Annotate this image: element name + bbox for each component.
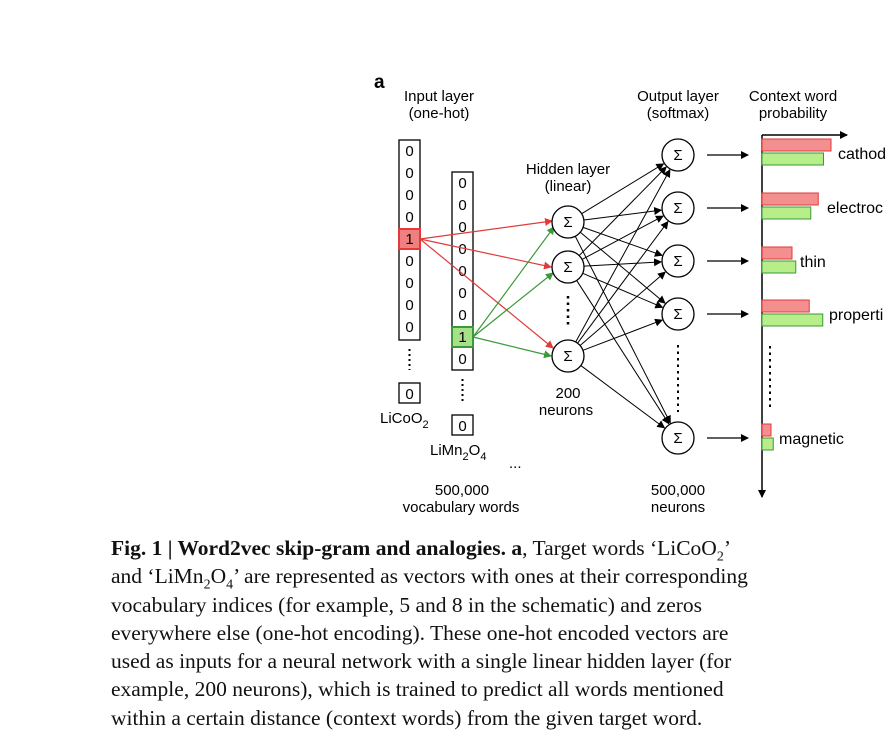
vector-limn2o4-cell: 0	[458, 175, 466, 192]
svg-text:Σ: Σ	[563, 259, 572, 276]
probability-bars: cathod electroc thin properti magnetic	[761, 138, 886, 451]
svg-text:Σ: Σ	[563, 348, 572, 365]
vector-limn2o4-cell: 0	[458, 197, 466, 214]
context-title: Context word	[749, 88, 837, 105]
hidden-neuron: Σ	[551, 250, 585, 284]
vector-licoo2-cell: 0	[405, 165, 413, 182]
svg-text:Σ: Σ	[673, 306, 682, 323]
one-hot-vector-limn2o4: 0 0 0 0 0 0 0 1 0 0 LiMn2O4 ...	[430, 171, 522, 472]
output-neuron: Σ	[661, 138, 695, 172]
vector-licoo2-last-cell: 0	[405, 386, 413, 403]
vector-licoo2-cell: 0	[405, 253, 413, 270]
caption-line-6: example, 200 neurons), which is trained …	[111, 677, 724, 702]
vector-limn2o4-cell: 0	[458, 219, 466, 236]
context-subtitle: probability	[759, 105, 828, 122]
output-neuron: Σ	[661, 244, 695, 278]
vocab-count: 500,000	[435, 482, 489, 499]
vector-licoo2-label: LiCoO2	[380, 410, 429, 431]
output-arrows	[707, 151, 749, 442]
one-hot-vector-licoo2: 0 0 0 0 1 0 0 0 0 0 LiCoO2	[380, 139, 429, 431]
vector-licoo2-cell: 0	[405, 143, 413, 160]
bar-red	[761, 192, 819, 206]
output-count: 500,000	[651, 482, 705, 499]
bar-green	[761, 260, 797, 274]
caption-line-3: vocabulary indices (for example, 5 and 8…	[111, 592, 703, 617]
input-layer-title: Input layer	[404, 88, 474, 105]
hidden-layer-title: Hidden layer	[526, 161, 610, 178]
output-layer-neurons: Σ Σ Σ Σ Σ	[661, 138, 695, 455]
caption-line-4: everywhere else (one-hot encoding). Thes…	[111, 620, 729, 645]
figure-caption: Fig. 1 | Word2vec skip-gram and analogie…	[111, 534, 881, 732]
context-word-label: thin	[800, 254, 826, 271]
input-hidden-connections	[419, 217, 555, 359]
bar-green	[761, 152, 824, 166]
context-word-label: magnetic	[779, 431, 844, 448]
output-layer-title: Output layer	[637, 88, 719, 105]
hidden-neuron: Σ	[551, 205, 585, 239]
bar-green	[761, 313, 824, 327]
svg-text:Σ: Σ	[563, 214, 572, 231]
hidden-count: 200	[555, 385, 580, 402]
caption-line-5: used as inputs for a neural network with…	[111, 649, 732, 674]
vector-licoo2-cell: 0	[405, 187, 413, 204]
bar-green	[761, 437, 774, 451]
bar-red	[761, 299, 810, 313]
hidden-output-connections	[574, 163, 671, 429]
vector-licoo2-cell: 0	[405, 209, 413, 226]
vector-limn2o4-cell: 0	[458, 241, 466, 258]
vector-limn2o4-label: LiMn2O4	[430, 442, 486, 463]
hidden-layer-subtitle: (linear)	[545, 178, 592, 195]
output-count-unit: neurons	[651, 499, 705, 516]
vector-licoo2-cell: 1	[405, 231, 413, 248]
svg-text:Σ: Σ	[673, 253, 682, 270]
vector-licoo2-cell: 0	[405, 319, 413, 336]
word2vec-schematic: a Input layer (one-hot) Output layer (so…	[374, 72, 886, 516]
hidden-count-unit: neurons	[539, 402, 593, 419]
vector-limn2o4-cell: 1	[458, 329, 466, 346]
vector-limn2o4-cell: 0	[458, 351, 466, 368]
svg-text:Σ: Σ	[673, 147, 682, 164]
caption-line-2: and ‘LiMn2O4’ are represented as vectors…	[111, 564, 748, 593]
context-word-label: cathod	[838, 146, 886, 163]
output-neuron: Σ	[661, 297, 695, 331]
vocab-count-unit: vocabulary words	[403, 499, 520, 516]
vocab-ellipsis: ...	[509, 455, 522, 472]
bar-red	[761, 246, 793, 260]
bar-green	[761, 206, 812, 220]
output-layer-subtitle: (softmax)	[647, 105, 710, 122]
vector-licoo2-cell: 0	[405, 275, 413, 292]
panel-label: a	[374, 72, 385, 93]
vector-limn2o4-cell: 0	[458, 285, 466, 302]
svg-text:Σ: Σ	[673, 430, 682, 447]
bar-red	[761, 423, 772, 437]
output-neuron: Σ	[661, 421, 695, 455]
vector-licoo2-cell: 0	[405, 297, 413, 314]
hidden-neuron: Σ	[551, 339, 585, 373]
caption-line-7: within a certain distance (context words…	[111, 705, 703, 730]
context-word-label: properti	[829, 307, 883, 324]
bar-red	[761, 138, 832, 152]
caption-line-1: Fig. 1 | Word2vec skip-gram and analogie…	[111, 536, 732, 565]
vector-limn2o4-last-cell: 0	[458, 418, 466, 435]
vector-limn2o4-cell: 0	[458, 263, 466, 280]
vector-limn2o4-cell: 0	[458, 307, 466, 324]
input-layer-subtitle: (one-hot)	[409, 105, 470, 122]
svg-text:Σ: Σ	[673, 200, 682, 217]
context-word-label: electroc	[827, 200, 883, 217]
output-neuron: Σ	[661, 191, 695, 225]
hidden-layer-neurons: Σ Σ Σ	[551, 205, 585, 373]
